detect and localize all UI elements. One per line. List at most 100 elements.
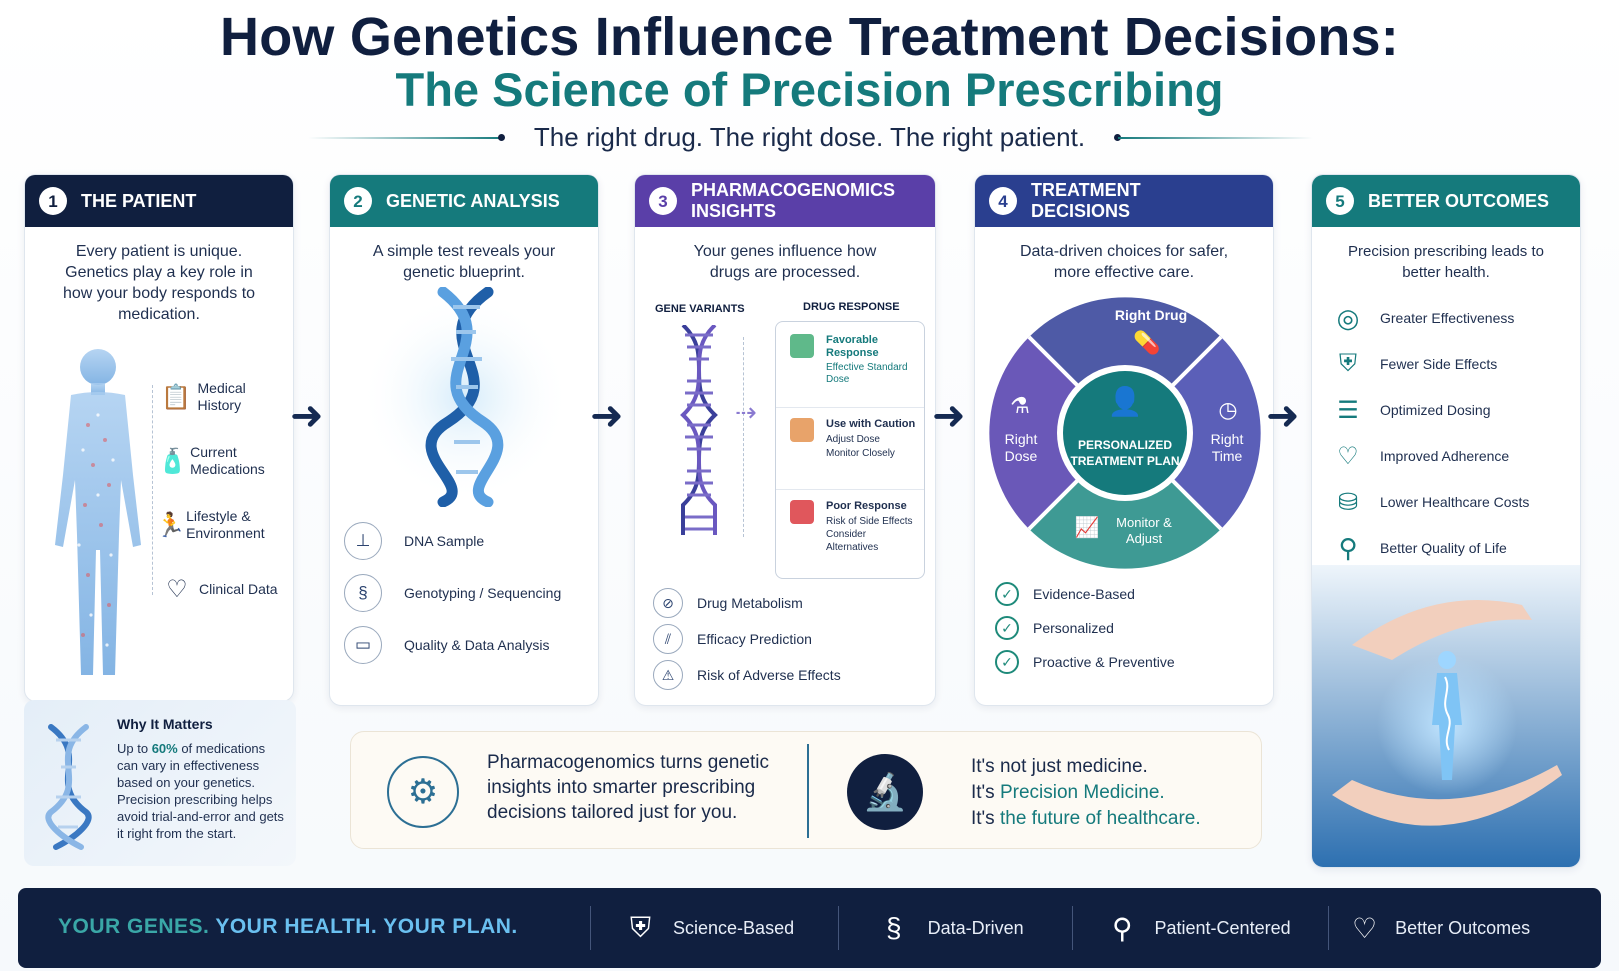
wheel-label-left: Right Dose bbox=[1004, 431, 1038, 464]
list-item: ◎ Greater Effectiveness bbox=[1330, 295, 1570, 341]
footer-divider bbox=[1072, 906, 1073, 950]
tagline-divider-right bbox=[1118, 137, 1313, 139]
why-text: Up to 60% of medications can vary in eff… bbox=[117, 740, 287, 842]
step-number: 5 bbox=[1326, 187, 1354, 215]
dna-icon bbox=[45, 724, 92, 850]
line2-prefix: It's bbox=[971, 782, 1000, 803]
pill-bottle-icon: 🧴 bbox=[157, 447, 188, 475]
response-favorable: Favorable Response Effective Standard Do… bbox=[776, 322, 924, 408]
list-item: ☰ Optimized Dosing bbox=[1330, 387, 1570, 433]
shield-icon: ⛨ bbox=[1339, 350, 1357, 377]
list-item: ✓ Personalized bbox=[995, 611, 1255, 645]
item-label: Genotyping / Sequencing bbox=[404, 585, 562, 601]
step-number: 2 bbox=[344, 187, 372, 215]
connector-line bbox=[152, 385, 153, 595]
coins-icon: ⛁ bbox=[1337, 488, 1359, 516]
step-header-better-outcomes: 5 BETTER OUTCOMES bbox=[1312, 175, 1580, 227]
warning-icon: ⚠ bbox=[653, 660, 683, 690]
step-title: TREATMENT DECISIONS bbox=[1031, 180, 1141, 221]
footer-item-label: Patient-Centered bbox=[1154, 917, 1291, 938]
item-label: Fewer Side Effects bbox=[1380, 356, 1498, 372]
step-card-pharmacogenomics: 3 PHARMACOGENOMICS INSIGHTS Your genes i… bbox=[634, 174, 936, 706]
step-description: A simple test reveals your genetic bluep… bbox=[372, 243, 556, 281]
gene-variants-label: GENE VARIANTS bbox=[655, 303, 745, 315]
step-description: Data-driven choices for safer, more effe… bbox=[1019, 243, 1229, 281]
response-detail: Adjust Dose Monitor Closely bbox=[826, 434, 895, 459]
item-label: Optimized Dosing bbox=[1380, 402, 1491, 418]
list-item: 🏃 Lifestyle & Environment bbox=[155, 493, 290, 557]
item-label: Quality & Data Analysis bbox=[404, 637, 550, 653]
footer-divider bbox=[838, 906, 839, 950]
list-item: ♡ Improved Adherence bbox=[1330, 433, 1570, 479]
arrow-right-icon: ➜ bbox=[590, 394, 624, 438]
step-card-better-outcomes: 5 BETTER OUTCOMES Precision prescribing … bbox=[1311, 174, 1581, 868]
why-text-after: of medications can vary in effectiveness… bbox=[117, 741, 284, 841]
step-title: BETTER OUTCOMES bbox=[1368, 190, 1550, 211]
human-body-illustration bbox=[55, 349, 141, 675]
step-header-patient: 1 THE PATIENT bbox=[25, 175, 293, 227]
tagline-divider-left bbox=[308, 137, 503, 139]
footer-item-label: Science-Based bbox=[673, 917, 795, 938]
outcomes-list: ◎ Greater Effectiveness ⛨ Fewer Side Eff… bbox=[1330, 295, 1570, 571]
chart-icon: ⫽ bbox=[653, 624, 683, 654]
summary-line-2: It's Precision Medicine. bbox=[971, 780, 1201, 806]
footer-slogan: YOUR GENES. YOUR HEALTH. YOUR PLAN. bbox=[58, 915, 518, 939]
summary-left-text: Pharmacogenomics turns genetic insights … bbox=[487, 752, 769, 823]
slogan-part-2: YOUR HEALTH. YOUR PLAN. bbox=[215, 915, 518, 938]
why-highlight: 60% bbox=[151, 741, 178, 756]
response-poor: Poor Response Risk of Side Effects Consi… bbox=[776, 490, 924, 562]
page-subtitle: The Science of Precision Prescribing bbox=[395, 63, 1224, 116]
dna-helix-illustration bbox=[360, 287, 570, 507]
summary-line-1: It's not just medicine. bbox=[971, 756, 1148, 777]
footer-item: ⚲ Patient-Centered bbox=[1112, 906, 1291, 950]
list-item: ⛁ Lower Healthcare Costs bbox=[1330, 479, 1570, 525]
step-number: 4 bbox=[989, 187, 1017, 215]
list-item: 🧴 Current Medications bbox=[155, 429, 290, 493]
step-description: Every patient is unique. Genetics play a… bbox=[62, 243, 256, 323]
list-item: ⫽ Efficacy Prediction bbox=[653, 621, 923, 657]
treatment-wheel bbox=[989, 297, 1261, 569]
item-label: Personalized bbox=[1033, 620, 1114, 636]
footer-item: ♡ Better Outcomes bbox=[1352, 906, 1530, 950]
footer-item: § Data-Driven bbox=[886, 906, 1024, 950]
step-card-patient: 1 THE PATIENT Every patient is unique. G… bbox=[24, 174, 294, 702]
item-label: Evidence-Based bbox=[1033, 586, 1135, 602]
target-icon: ◎ bbox=[1336, 302, 1360, 333]
microscope-icon: 🔬 bbox=[847, 754, 923, 830]
drug-response-label: DRUG RESPONSE bbox=[803, 301, 900, 313]
footer-item-label: Better Outcomes bbox=[1395, 917, 1531, 938]
list-item: ⚠ Risk of Adverse Effects bbox=[653, 657, 923, 693]
arrow-right-icon: ➜ bbox=[932, 394, 966, 438]
step-title: PHARMACOGENOMICS INSIGHTS bbox=[691, 180, 896, 221]
wheel-label-bottom: Monitor & Adjust bbox=[1116, 515, 1172, 546]
wheel-label-right: Right Time bbox=[1210, 431, 1244, 464]
clipboard-icon: 📋 bbox=[161, 383, 192, 411]
step-title: THE PATIENT bbox=[81, 190, 197, 211]
list-item: ⊥ DNA Sample bbox=[344, 515, 584, 567]
step-header-pharmacogenomics: 3 PHARMACOGENOMICS INSIGHTS bbox=[635, 175, 935, 227]
tagline-dot-left bbox=[498, 134, 505, 141]
check-icon: ✓ bbox=[995, 650, 1019, 674]
footer-divider bbox=[590, 906, 591, 950]
list-item: ✓ Evidence-Based bbox=[995, 577, 1255, 611]
arrow-right-icon: ⇢ bbox=[735, 397, 757, 427]
list-item: ⚲ Better Quality of Life bbox=[1330, 525, 1570, 571]
wheel-label-top: Right Drug bbox=[1114, 307, 1188, 323]
list-item: § Genotyping / Sequencing bbox=[344, 567, 584, 619]
tagline: The right drug. The right dose. The righ… bbox=[533, 122, 1086, 152]
line2-highlight: Precision Medicine. bbox=[999, 782, 1165, 803]
line3-highlight: the future of healthcare. bbox=[999, 808, 1201, 829]
item-label: Lower Healthcare Costs bbox=[1380, 494, 1530, 510]
why-title: Why It Matters bbox=[117, 716, 213, 732]
drug-response-panel: Favorable Response Effective Standard Do… bbox=[775, 321, 925, 579]
status-swatch bbox=[790, 334, 814, 358]
step-header-treatment-decisions: 4 TREATMENT DECISIONS bbox=[975, 175, 1273, 227]
check-icon: ✓ bbox=[995, 616, 1019, 640]
gear-dna-icon: ⚙ bbox=[387, 756, 459, 828]
footer-item-label: Data-Driven bbox=[927, 917, 1024, 938]
person-icon: ⚲ bbox=[1338, 532, 1358, 563]
why-text-before: Up to bbox=[117, 741, 152, 756]
monitor-icon: ▭ bbox=[344, 626, 382, 664]
item-label: Better Quality of Life bbox=[1380, 540, 1507, 556]
gene-ladder-illustration bbox=[680, 325, 718, 535]
